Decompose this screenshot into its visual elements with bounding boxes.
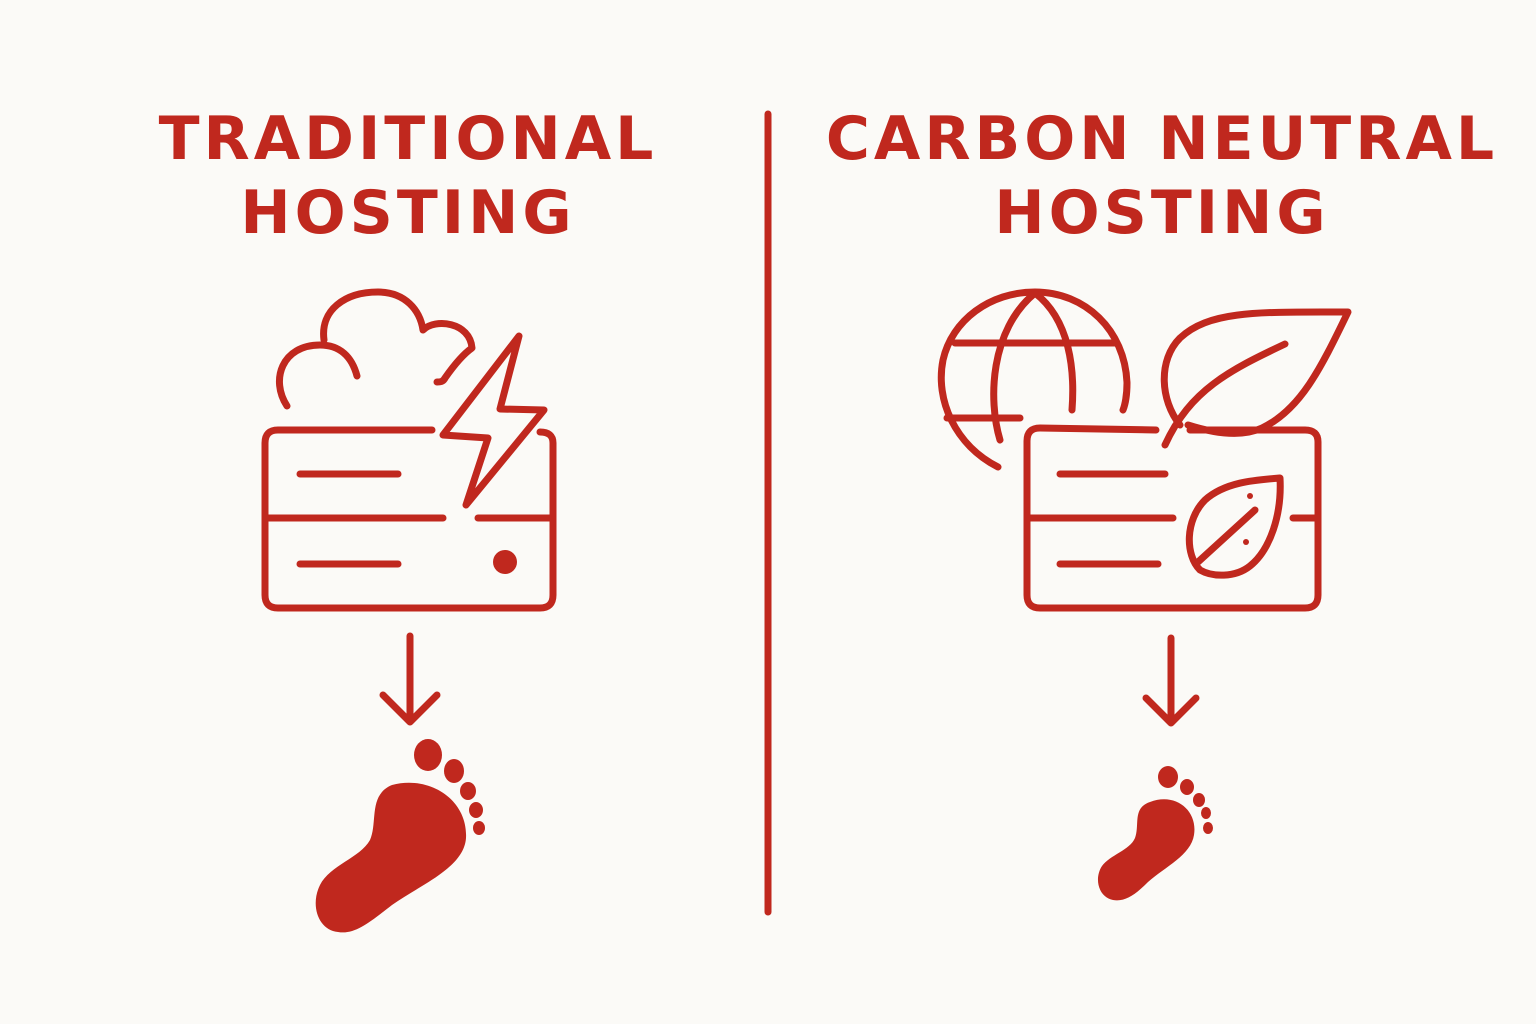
title-line-2: HOSTING	[994, 178, 1330, 248]
small-footprint-icon	[1097, 766, 1213, 901]
carbon-neutral-hosting-title: CARBON NEUTRAL HOSTING	[782, 102, 1536, 250]
server-icon	[261, 426, 557, 612]
small-leaf-icon	[1185, 474, 1284, 579]
leaf-icon	[1160, 308, 1352, 449]
title-line-2: HOSTING	[240, 178, 576, 248]
title-line-1: CARBON NEUTRAL	[825, 104, 1499, 174]
large-footprint-icon	[315, 739, 485, 933]
arrow-down-icon	[379, 632, 441, 726]
lightning-icon	[439, 332, 548, 509]
globe-icon	[937, 288, 1131, 471]
traditional-hosting-title: TRADITIONAL HOSTING	[28, 102, 788, 250]
server-icon	[1023, 424, 1322, 612]
title-line-1: TRADITIONAL	[158, 104, 658, 174]
server-led	[493, 550, 517, 574]
arrow-down-icon	[1142, 634, 1200, 727]
cloud-icon	[276, 288, 476, 410]
